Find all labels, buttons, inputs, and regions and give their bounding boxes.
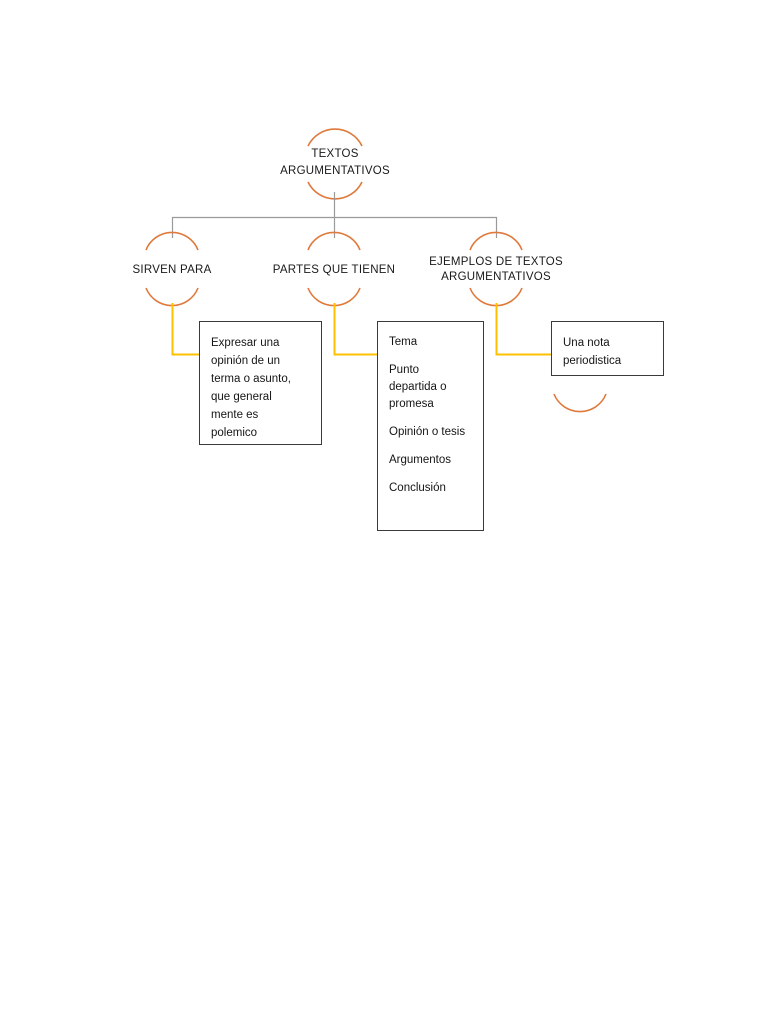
branch-2-box-connector — [333, 303, 377, 356]
list-item: Argumentos — [389, 454, 452, 466]
content-box-ejemplos-text: Una nota periodistica — [563, 337, 622, 367]
branch-label-partes-que-tienen: PARTES QUE TIENEN — [272, 264, 396, 276]
branch-2-arc-top-icon — [307, 231, 361, 251]
branch-3-arc-top-icon — [469, 231, 523, 251]
root-node-label: TEXTOS ARGUMENTATIVOS — [280, 148, 390, 177]
root-arc-top-icon — [307, 128, 363, 147]
list-item: Opinión o tesis — [389, 426, 466, 438]
root-arc-bottom-icon — [307, 181, 363, 200]
orphan-arc-bottom-icon — [553, 393, 607, 413]
branch-3-box-connector — [495, 303, 551, 356]
branch-2-arc-bottom-icon — [307, 287, 361, 307]
branch-1-arc-top-icon — [145, 231, 199, 251]
content-box-partes-list: Tema Punto departida o promesa Opinión o… — [378, 322, 483, 497]
content-box-ejemplos: Una nota periodistica — [551, 321, 664, 376]
content-box-sirven-para-text: Expresar una opinión de un terma o asunt… — [211, 337, 291, 439]
list-item: Tema — [389, 336, 418, 348]
branch-1-arc-bottom-icon — [145, 287, 199, 307]
branch-1-box-connector — [171, 303, 199, 356]
list-item: Conclusión — [389, 482, 446, 494]
branch-3-arc-bottom-icon — [469, 287, 523, 307]
content-box-sirven-para: Expresar una opinión de un terma o asunt… — [199, 321, 322, 445]
content-box-partes-que-tienen: Tema Punto departida o promesa Opinión o… — [377, 321, 484, 531]
branch-label-sirven-para: SIRVEN PARA — [132, 264, 212, 276]
branch-label-ejemplos-de-textos: EJEMPLOS DE TEXTOS ARGUMENTATIVOS — [429, 256, 563, 283]
list-item: Punto departida o promesa — [389, 364, 447, 410]
